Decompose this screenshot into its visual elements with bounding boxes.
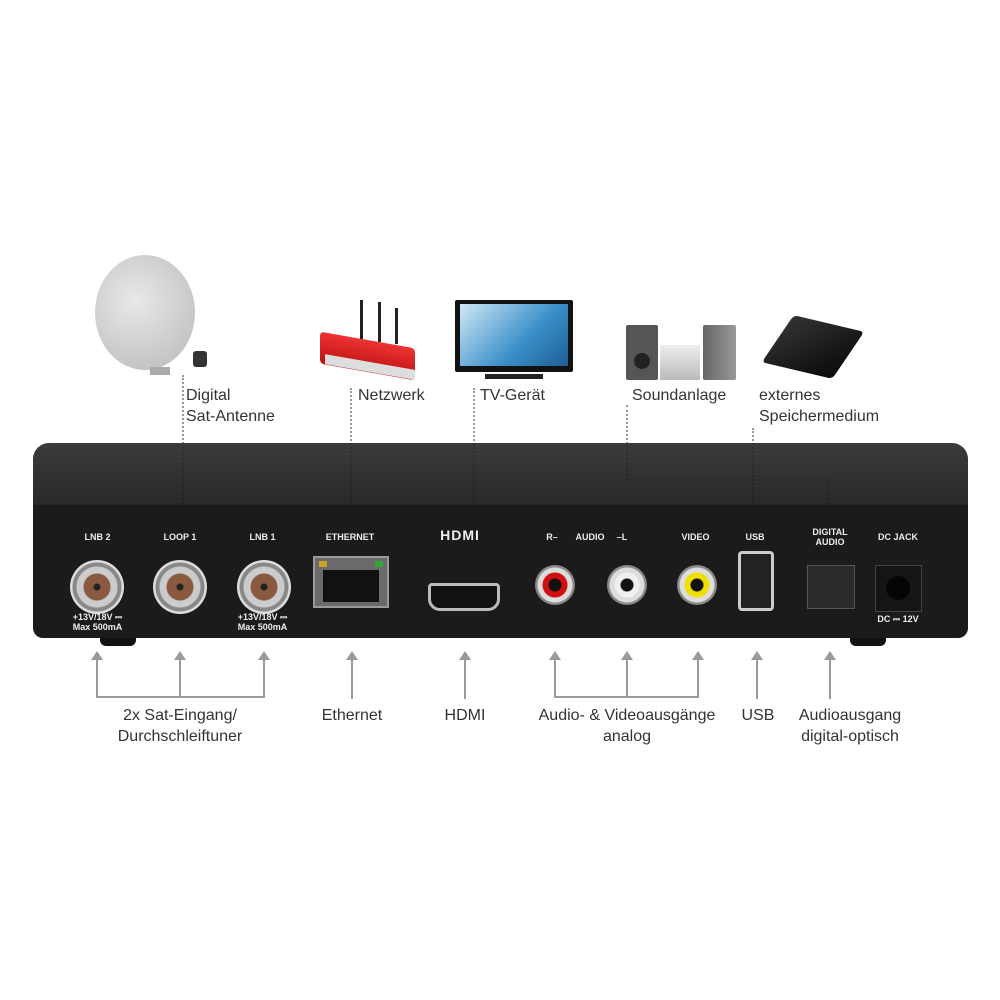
label-soundanlage: Soundanlage xyxy=(632,387,727,404)
ethernet-port xyxy=(313,556,389,608)
optical-port xyxy=(807,565,855,609)
port-label-dc-jack: DC JACK xyxy=(877,532,918,542)
port-label-loop1: LOOP 1 xyxy=(163,532,197,542)
arrow-up-icon xyxy=(692,651,704,660)
router-image xyxy=(320,300,420,385)
arrow-up-icon xyxy=(91,651,103,660)
label-av-outputs: Audio- & Videoausgänge analog xyxy=(538,707,716,745)
port-label-lnb2: LNB 2 xyxy=(84,532,111,542)
arrow-up-icon xyxy=(751,651,763,660)
hdmi-logo: HDMI xyxy=(440,527,480,543)
port-label-audio-l: –L xyxy=(616,532,628,542)
hdmi-port xyxy=(428,583,500,611)
arrow-up-icon xyxy=(549,651,561,660)
label-hdmi: HDMI xyxy=(444,707,486,724)
video-port xyxy=(677,565,717,605)
receiver-top xyxy=(33,443,968,508)
arrow-up-icon xyxy=(459,651,471,660)
dc-spec: DC ⎓ 12V xyxy=(877,614,919,624)
port-label-usb: USB xyxy=(745,532,765,542)
satellite-dish-image xyxy=(95,255,207,380)
usb-port xyxy=(738,551,774,611)
audio-l-port xyxy=(607,565,647,605)
label-sat-eingang: 2x Sat-Eingang/ Durchschleiftuner xyxy=(117,707,243,745)
tv-image xyxy=(455,300,573,382)
port-label-lnb1: LNB 1 xyxy=(249,532,276,542)
connector-line xyxy=(626,405,628,480)
arrow-up-icon xyxy=(346,651,358,660)
label-ethernet: Ethernet xyxy=(321,707,383,724)
external-drive-image xyxy=(761,315,865,380)
audio-r-port xyxy=(535,565,575,605)
arrow-up-icon xyxy=(621,651,633,660)
arrow-up-icon xyxy=(174,651,186,660)
lnb1-port xyxy=(237,560,291,614)
label-usb: USB xyxy=(741,707,775,724)
label-netzwerk: Netzwerk xyxy=(358,387,425,404)
port-label-video: VIDEO xyxy=(681,532,710,542)
label-tv: TV-Gerät xyxy=(480,387,545,404)
arrow-up-icon xyxy=(258,651,270,660)
loop1-port xyxy=(153,560,207,614)
port-label-audio-r: R– xyxy=(546,532,558,542)
sound-system-image xyxy=(626,325,738,381)
label-speichermedium: externes Speichermedium xyxy=(759,387,880,425)
lnb2-spec: +13V/18V ⎓ Max 500mA xyxy=(72,612,123,632)
label-sat-antenne: Digital Sat-Antenne xyxy=(186,387,275,425)
port-label-digital-audio: DIGITAL AUDIO xyxy=(812,527,848,547)
lnb2-port xyxy=(70,560,124,614)
arrow-up-icon xyxy=(824,651,836,660)
lnb1-spec: +13V/18V ⎓ Max 500mA xyxy=(237,612,288,632)
port-label-ethernet: ETHERNET xyxy=(325,532,375,542)
port-label-audio: AUDIO xyxy=(575,532,605,542)
dc-jack-port xyxy=(875,565,922,612)
label-optical-out: Audioausgang digital-optisch xyxy=(798,707,902,745)
